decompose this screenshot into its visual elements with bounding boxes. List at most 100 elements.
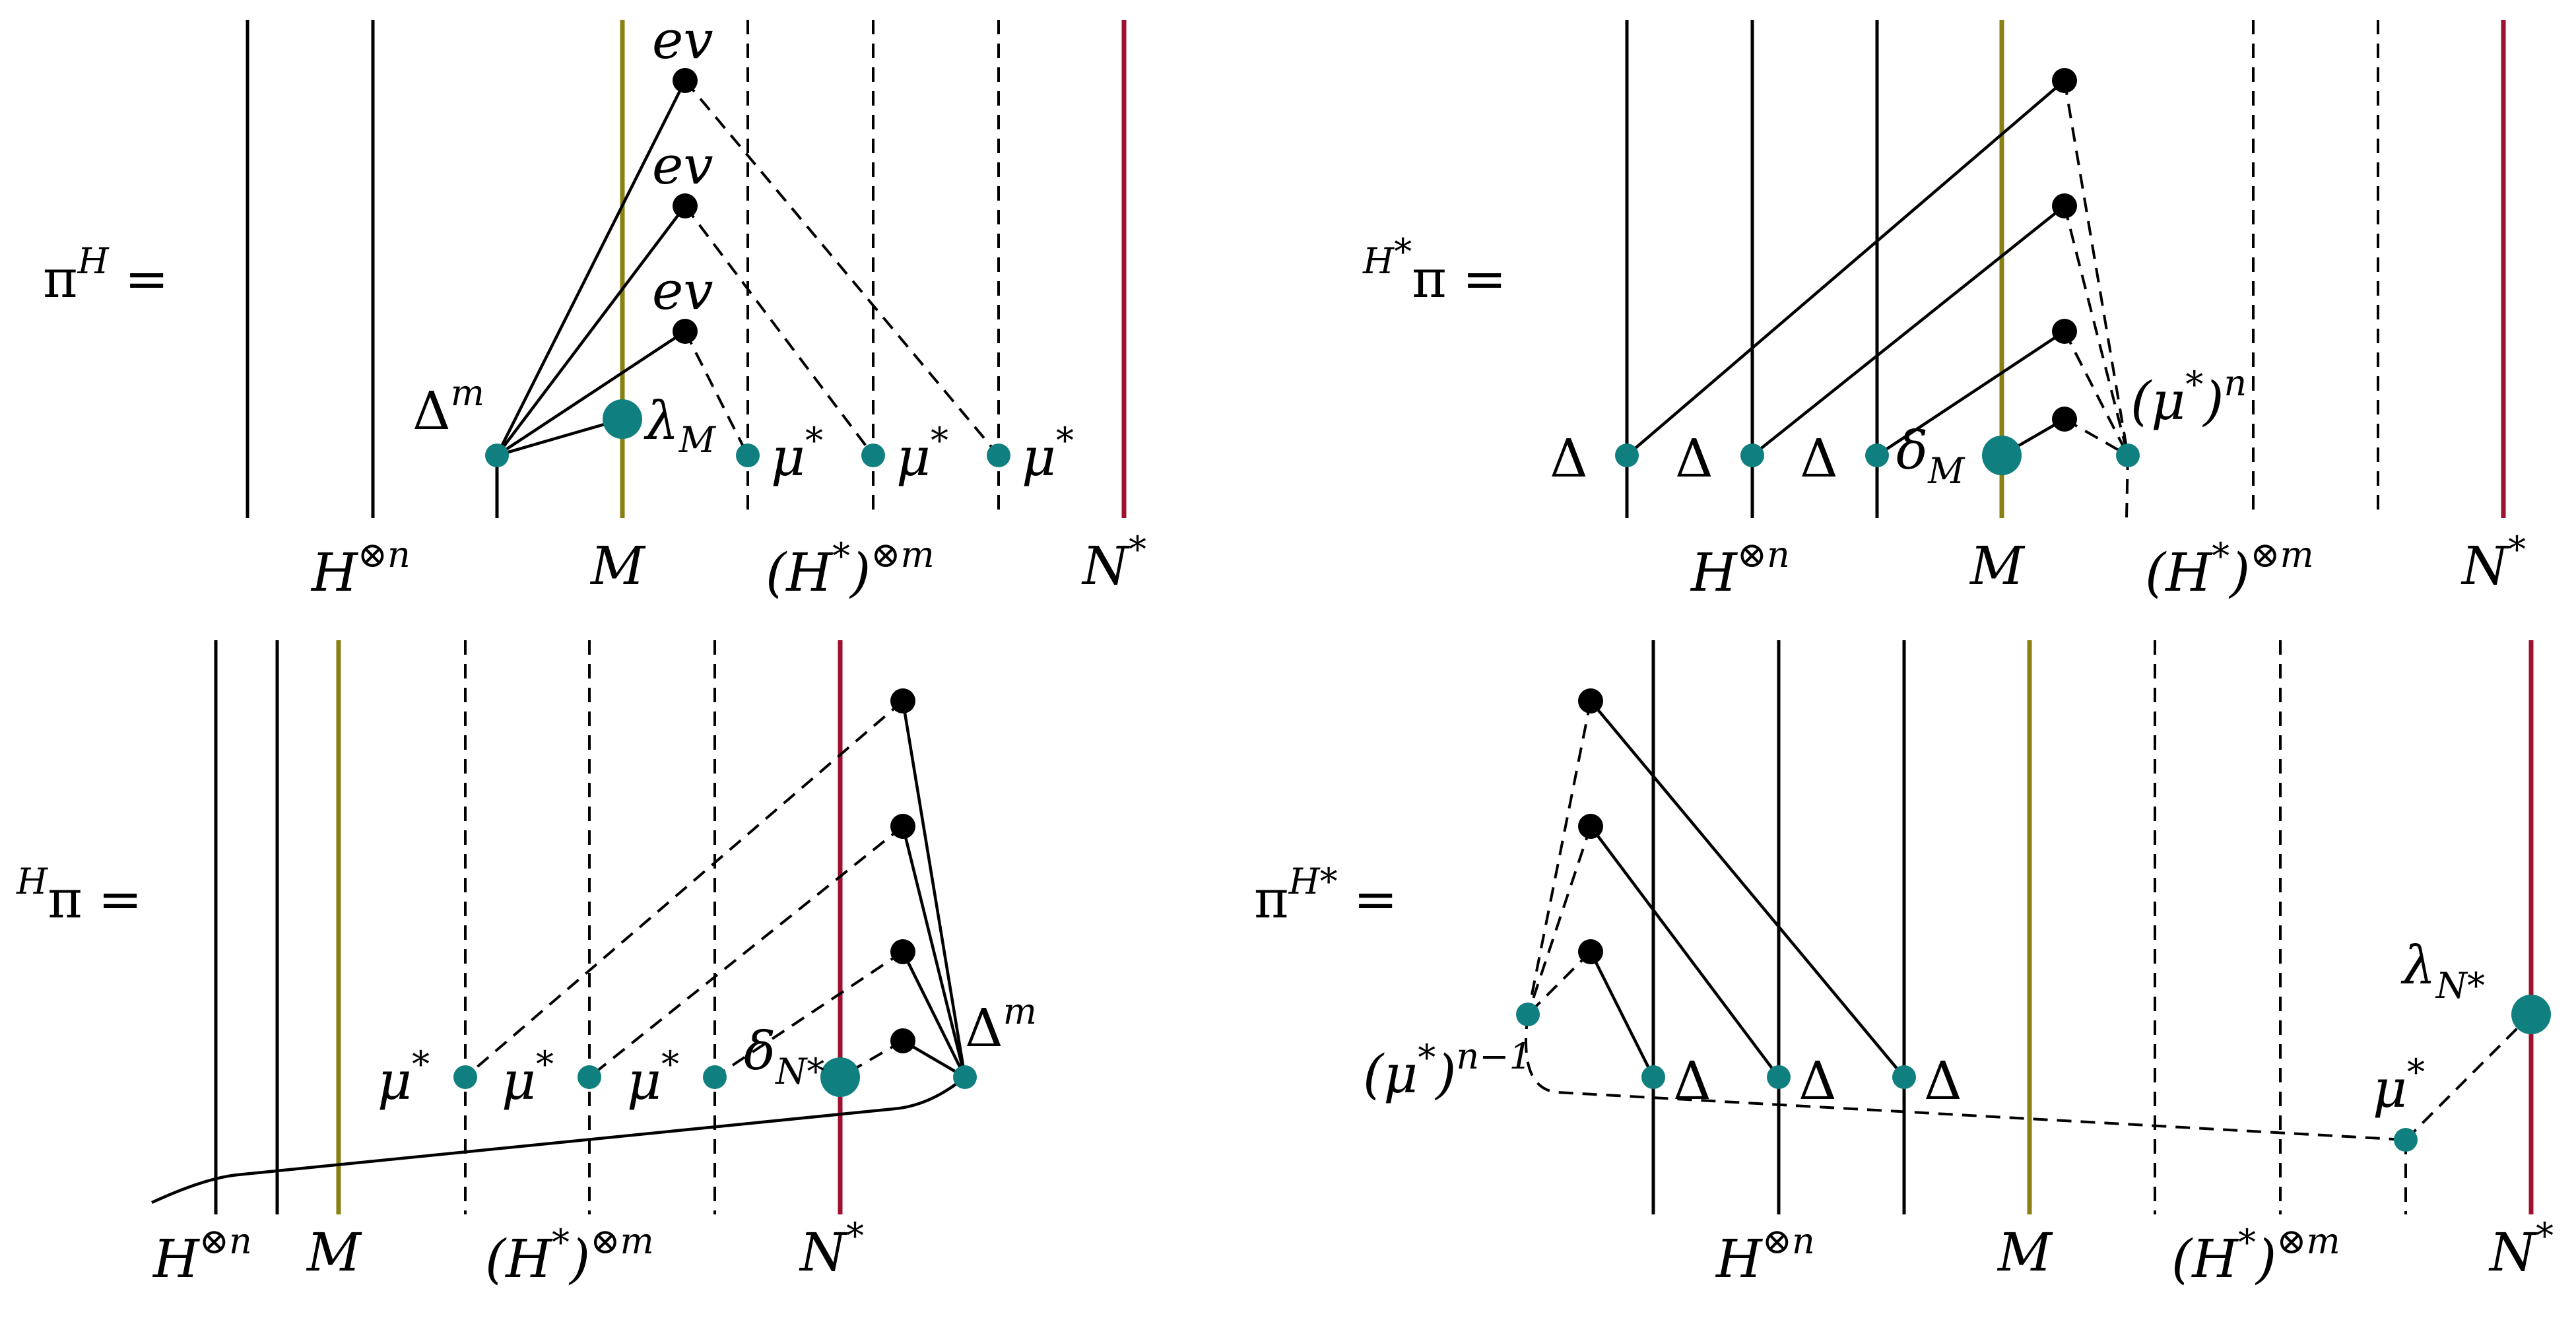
black-node: [2052, 407, 2077, 432]
label-Hstar-tensor-m: (H: [485, 1228, 553, 1290]
panel-H-pi: Hπ= μ* μ* μ* δN* Δm H⊗n M (H*)⊗m N*: [16, 640, 1037, 1290]
black-node: [1578, 939, 1603, 964]
label-N-star: N: [2460, 535, 2510, 597]
equals-sign: =: [1354, 869, 1398, 930]
svg-text:H⊗n: H⊗n: [310, 534, 411, 603]
mu-star-n-node: [2116, 444, 2140, 467]
svg-text:λN*: λN*: [2400, 935, 2485, 1007]
ev-label: ev: [652, 135, 713, 196]
svg-text:πH=: πH=: [43, 240, 169, 310]
svg-text:πH*=: πH*=: [1254, 861, 1398, 930]
lhs-presuperscript: H: [1362, 240, 1395, 282]
lambda-N-star-node: [2511, 995, 2551, 1034]
label-N-star: N: [2488, 1222, 2538, 1283]
mu-star-node: [453, 1065, 477, 1089]
delta-M-label: δ: [1896, 420, 1928, 481]
delta-M-node: [1982, 436, 2022, 475]
label-Hstar-tensor-m: (H: [2171, 1228, 2239, 1290]
mu-star-node: [861, 444, 885, 467]
delta-label: Δ: [1924, 1050, 1962, 1111]
link: [901, 826, 967, 1078]
mu-label: μ: [771, 426, 805, 488]
equals-sign: =: [125, 248, 169, 310]
mu-label: μ: [1022, 426, 1056, 488]
delta-node: [1865, 444, 1889, 467]
black-node: [1578, 688, 1603, 713]
link: [1876, 330, 2066, 457]
svg-text:N*: N*: [2488, 1215, 2554, 1283]
link-dashed: [2063, 80, 2129, 456]
delta-m-superscript: m: [451, 372, 484, 414]
svg-text:μ*: μ*: [502, 1043, 554, 1111]
svg-text:δM: δM: [1896, 420, 1965, 492]
svg-text:H⊗n: H⊗n: [1715, 1220, 1815, 1290]
delta-label: Δ: [1799, 1050, 1837, 1111]
mu-label: μ: [627, 1050, 661, 1111]
mu-star-node: [578, 1065, 601, 1089]
svg-text:μ*: μ*: [378, 1043, 430, 1111]
ev-node: [673, 68, 698, 93]
ev-node: [673, 193, 698, 218]
lhs-symbol: π: [1412, 248, 1447, 310]
svg-text:μ*: μ*: [2373, 1051, 2425, 1119]
link: [496, 417, 623, 457]
mu-star-n-1-node: [1516, 1003, 1540, 1026]
delta-m-node: [485, 444, 509, 467]
mu-label: μ: [378, 1050, 412, 1111]
black-node: [1578, 814, 1603, 839]
link: [496, 205, 686, 457]
lambda-M-node: [603, 399, 642, 439]
link-dashed: [684, 205, 875, 457]
lhs-presuperscript: H: [16, 861, 48, 902]
svg-text:(H*)⊗m: (H*)⊗m: [485, 1220, 654, 1290]
link-dashed: [713, 950, 904, 1078]
label-H-tensor-n: H: [1690, 542, 1738, 603]
svg-text:(H*)⊗m: (H*)⊗m: [2145, 534, 2314, 603]
mu-star-node: [703, 1065, 727, 1089]
mu-star-n-label: (μ: [2130, 370, 2185, 432]
delta-node: [1767, 1065, 1791, 1089]
svg-text:H⊗n: H⊗n: [152, 1220, 252, 1290]
label-H-tensor-n: H: [1715, 1228, 1764, 1290]
label-M: M: [306, 1222, 362, 1283]
lambda-subscript: M: [678, 419, 717, 461]
link-dashed: [684, 79, 1000, 457]
link: [1589, 950, 1655, 1078]
svg-text:(H*)⊗m: (H*)⊗m: [766, 534, 935, 603]
mu-star-node: [2394, 1128, 2418, 1152]
black-node: [2052, 68, 2077, 93]
delta-label: Δ: [1800, 428, 1838, 489]
lambda-N-star-label: λ: [2400, 935, 2436, 996]
svg-text:(H*)⊗m: (H*)⊗m: [2171, 1220, 2340, 1290]
svg-text:μ*: μ*: [771, 420, 823, 488]
link: [495, 79, 687, 457]
mu-star-node: [987, 444, 1010, 467]
delta-node: [1892, 1065, 1916, 1089]
link: [901, 951, 967, 1078]
delta-label: Δ: [413, 380, 451, 442]
label-H-tensor-n: H: [310, 542, 359, 603]
mu-star-n-1-label: (μ: [1363, 1043, 1418, 1105]
black-node: [2052, 319, 2077, 344]
svg-text:N*: N*: [1081, 529, 1146, 597]
lhs-symbol: π: [48, 869, 83, 930]
ev-node: [673, 319, 698, 344]
label-N-star: N: [799, 1222, 848, 1283]
H-strand-curve: [151, 1076, 966, 1205]
link: [1589, 825, 1780, 1078]
svg-text:μ*: μ*: [896, 420, 948, 488]
panel-Hstar-pi: H*π= Δ Δ Δ δM (μ*)n H⊗n M (H*)⊗m N*: [1362, 20, 2526, 603]
link: [496, 330, 686, 457]
link: [1589, 700, 1905, 1078]
black-node: [890, 939, 915, 964]
link-dashed: [2404, 1013, 2532, 1141]
black-node: [890, 688, 915, 713]
delta-label: Δ: [1673, 1050, 1711, 1111]
delta-label: Δ: [965, 997, 1003, 1059]
black-node: [890, 814, 915, 839]
delta-node: [1740, 444, 1764, 467]
mu-label: μ: [2373, 1058, 2407, 1119]
svg-text:H⊗n: H⊗n: [1690, 534, 1790, 603]
lhs-symbol: π: [43, 248, 78, 310]
